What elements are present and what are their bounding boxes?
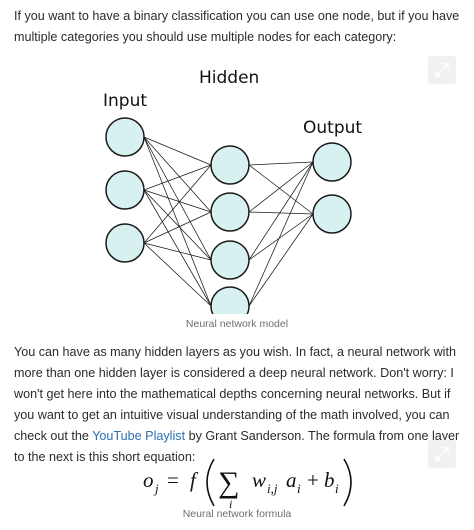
connection-line <box>143 242 212 307</box>
output-node <box>312 142 352 182</box>
network-diagram: Input Hidden Output <box>103 68 362 314</box>
connection-line <box>248 164 314 215</box>
connection-line <box>143 211 212 244</box>
formula-equation: o j = f ∑ i w i,j a i + b i <box>143 458 352 510</box>
expand-icon <box>435 63 449 77</box>
formula-lhs-sub: j <box>153 481 159 496</box>
body-text: You can have as many hidden layers as yo… <box>14 345 456 443</box>
intro-text: If you want to have a binary classificat… <box>14 9 460 44</box>
network-figure: Input Hidden Output Neural network model <box>14 54 460 340</box>
formula-sum: ∑ <box>218 466 239 499</box>
expand-icon <box>435 447 449 461</box>
connection-line <box>248 211 314 215</box>
left-paren <box>206 458 215 507</box>
youtube-playlist-link[interactable]: YouTube Playlist <box>92 429 186 443</box>
connection-line <box>248 213 314 261</box>
expand-button[interactable] <box>428 56 456 84</box>
connection-line <box>143 242 212 261</box>
right-paren <box>343 458 352 507</box>
input-node <box>105 117 145 157</box>
connection-line <box>248 161 314 166</box>
input-node <box>105 223 145 263</box>
connection-line <box>143 164 212 244</box>
formula-bias-sub: i <box>335 481 339 496</box>
formula-weight: w <box>252 468 266 492</box>
hidden-node <box>210 240 250 280</box>
network-caption: Neural network model <box>185 318 289 330</box>
formula-activation-sub: i <box>297 481 301 496</box>
network-nodes <box>105 117 352 314</box>
connection-line <box>248 161 314 213</box>
connection-line <box>143 136 212 261</box>
formula-weight-sub: i,j <box>267 481 278 496</box>
formula-plus: + <box>307 468 319 492</box>
connection-line <box>248 161 314 307</box>
connection-line <box>143 189 212 213</box>
connection-line <box>143 189 212 261</box>
body-paragraph: You can have as many hidden layers as yo… <box>14 342 460 468</box>
connection-line <box>143 136 212 166</box>
formula-bias: b <box>324 468 335 492</box>
intro-paragraph: If you want to have a binary classificat… <box>14 6 460 48</box>
output-layer-label: Output <box>303 118 362 138</box>
hidden-node <box>210 192 250 232</box>
input-node <box>105 170 145 210</box>
formula-sum-index: i <box>229 497 232 510</box>
connection-line <box>143 164 212 191</box>
hidden-node <box>210 145 250 185</box>
input-layer-label: Input <box>103 91 147 111</box>
formula-equals: = <box>167 468 179 492</box>
formula-activation: a <box>286 468 297 492</box>
body-text-end: by Grant Sanderson. The formula from one… <box>14 429 460 464</box>
connection-line <box>143 136 212 307</box>
connection-line <box>248 161 314 261</box>
hidden-node <box>210 286 250 314</box>
formula-func: f <box>190 468 199 492</box>
formula-figure: o j = f ∑ i w i,j a i + b i Neural netwo… <box>14 436 460 528</box>
network-edges <box>143 136 314 307</box>
connection-line <box>143 189 212 307</box>
formula-caption: Neural network formula <box>182 508 292 520</box>
expand-button[interactable] <box>428 440 456 468</box>
formula-lhs: o <box>143 468 154 492</box>
output-node <box>312 194 352 234</box>
connection-line <box>143 136 212 213</box>
hidden-layer-label: Hidden <box>199 68 259 88</box>
connection-line <box>248 213 314 307</box>
